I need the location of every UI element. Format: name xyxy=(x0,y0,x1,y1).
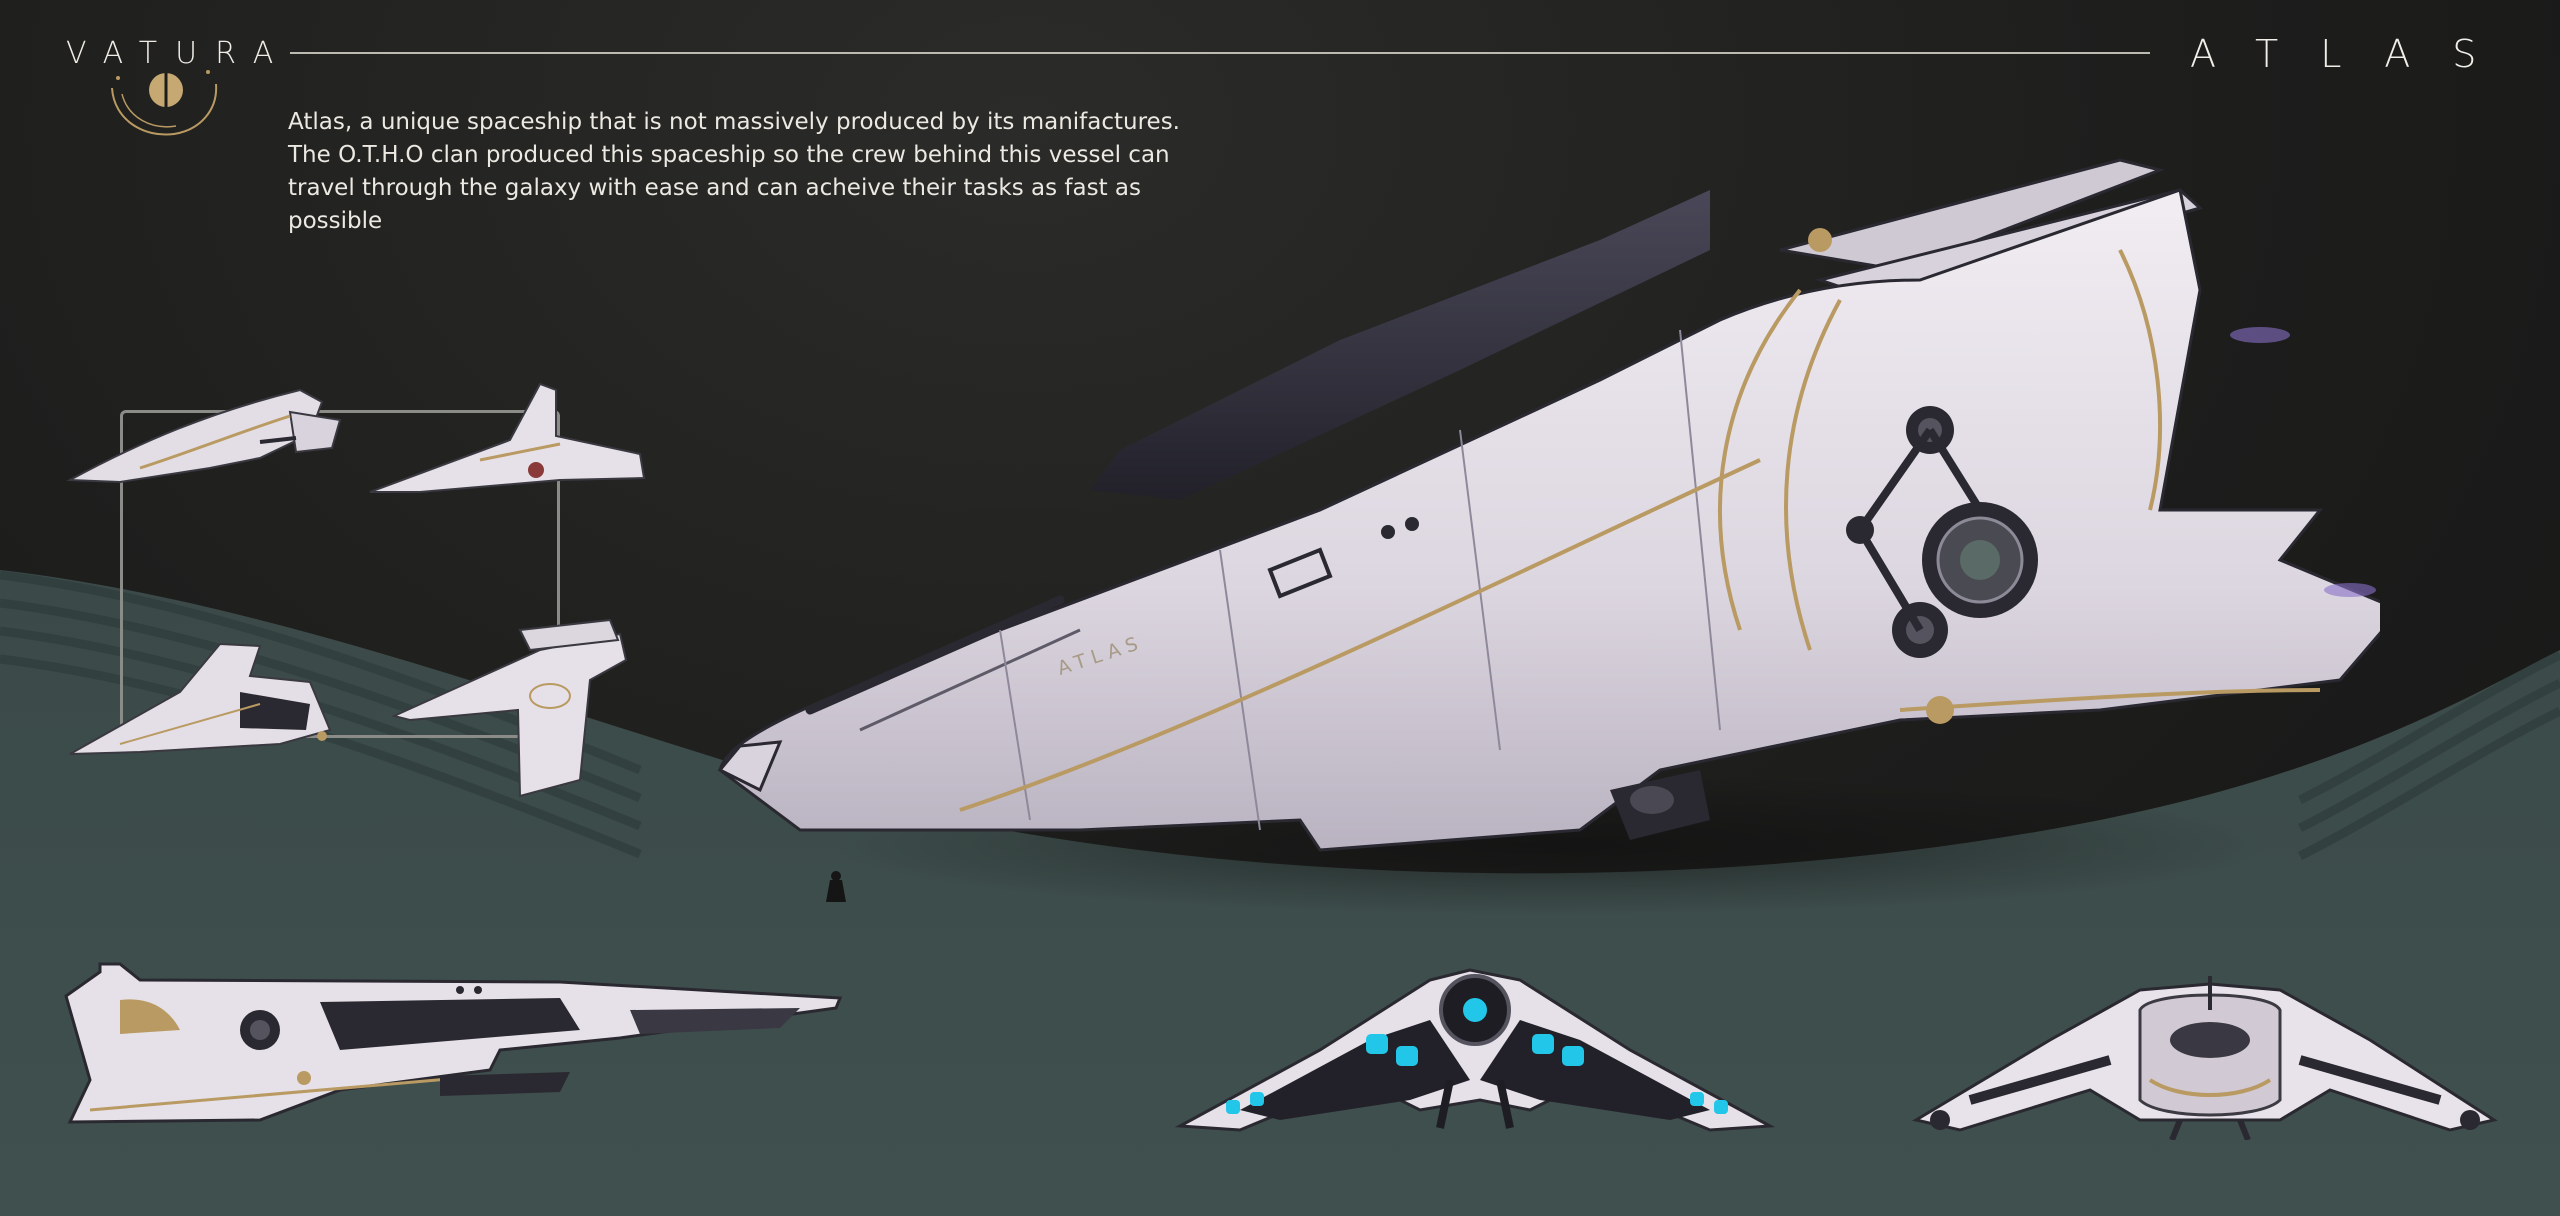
brand-name: VATURA xyxy=(66,36,292,71)
thumbnail-view-underside xyxy=(390,618,628,798)
thumbnail-view-rear-quarter xyxy=(69,642,332,755)
ship-description: Atlas, a unique spaceship that is not ma… xyxy=(288,109,1180,234)
header-divider xyxy=(290,52,2150,54)
thumbnail-frame xyxy=(120,410,560,738)
side-view-render xyxy=(64,962,843,1124)
thumbnail-view-top-right xyxy=(369,382,646,493)
clan-emblem-icon xyxy=(111,70,218,136)
front-view-render xyxy=(1912,976,2498,1140)
thumbnail-view-front-quarter xyxy=(66,388,342,484)
ship-title: ATLAS xyxy=(2190,32,2519,76)
rear-view-render xyxy=(1174,968,1776,1132)
hero-ship-render: ATLAS xyxy=(717,158,2380,852)
person-silhouette xyxy=(826,871,846,902)
